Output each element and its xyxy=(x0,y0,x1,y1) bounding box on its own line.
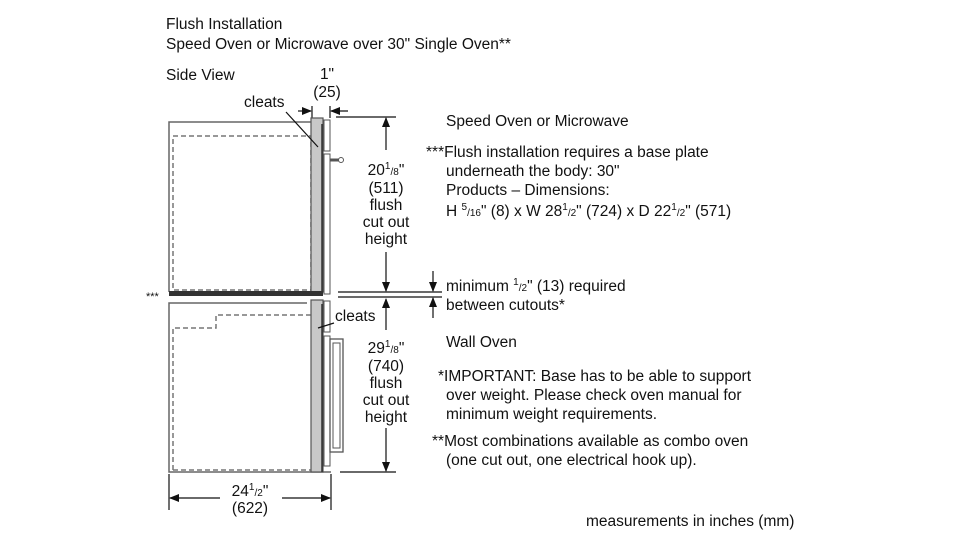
important-line3: minimum weight requirements. xyxy=(446,406,657,423)
speed-oven-dimensions: H 5/16" (8) x W 281/2" (724) x D 221/2" … xyxy=(446,202,731,220)
top-dim-mm: (25) xyxy=(313,84,341,101)
speed-oven-note1: ***Flush installation requires a base pl… xyxy=(426,144,709,161)
upper-height-l2: cut out xyxy=(363,214,410,231)
combo-line2: (one cut out, one electrical hook up). xyxy=(446,452,697,469)
minimum-gap-text: minimum 1/2" (13) required xyxy=(446,277,626,295)
lower-height-l1: flush xyxy=(370,375,403,392)
top-dim-inch: 1" xyxy=(320,66,334,83)
lower-height-inch: 291/8" xyxy=(368,339,405,357)
top-dim-lines xyxy=(298,106,348,118)
lower-height-l2: cut out xyxy=(363,392,410,409)
upper-height-inch: 201/8" xyxy=(368,161,405,179)
title-line2: Speed Oven or Microwave over 30" Single … xyxy=(166,36,511,53)
upper-height-l3: height xyxy=(365,231,408,248)
measurement-units-footer: measurements in inches (mm) xyxy=(586,513,794,530)
upper-height-l1: flush xyxy=(370,197,403,214)
lower-height-mm: (740) xyxy=(368,358,404,375)
side-view-label: Side View xyxy=(166,67,235,84)
base-plate xyxy=(169,291,323,296)
upper-height-dim-lines xyxy=(336,116,396,292)
wall-oven-heading: Wall Oven xyxy=(446,334,517,351)
upper-height-mm: (511) xyxy=(368,180,403,197)
lower-height-dim-lines xyxy=(340,298,396,473)
speed-oven-note2: underneath the body: 30" xyxy=(446,163,620,180)
speed-oven-heading: Speed Oven or Microwave xyxy=(446,113,629,130)
width-inch: 241/2" xyxy=(232,482,269,500)
lower-cabinet xyxy=(168,299,344,473)
upper-cabinet xyxy=(168,117,344,296)
cleats-upper-leader xyxy=(285,111,319,148)
minimum-gap-line2: between cutouts* xyxy=(446,297,565,314)
width-dim-lines xyxy=(168,474,332,510)
gap-dim-lines xyxy=(338,271,442,318)
title-line1: Flush Installation xyxy=(166,16,282,33)
cleats-lower-leader xyxy=(317,322,335,329)
lower-height-l3: height xyxy=(365,409,408,426)
width-mm: (622) xyxy=(232,500,268,517)
important-line1: *IMPORTANT: Base has to be able to suppo… xyxy=(438,368,752,385)
cleats-upper-label: cleats xyxy=(244,94,285,111)
important-line2: over weight. Please check oven manual fo… xyxy=(446,387,742,404)
base-plate-marker: *** xyxy=(146,291,160,303)
cleats-lower-label: cleats xyxy=(335,308,376,325)
combo-line1: **Most combinations available as combo o… xyxy=(432,433,748,450)
speed-oven-note3: Products – Dimensions: xyxy=(446,182,610,199)
